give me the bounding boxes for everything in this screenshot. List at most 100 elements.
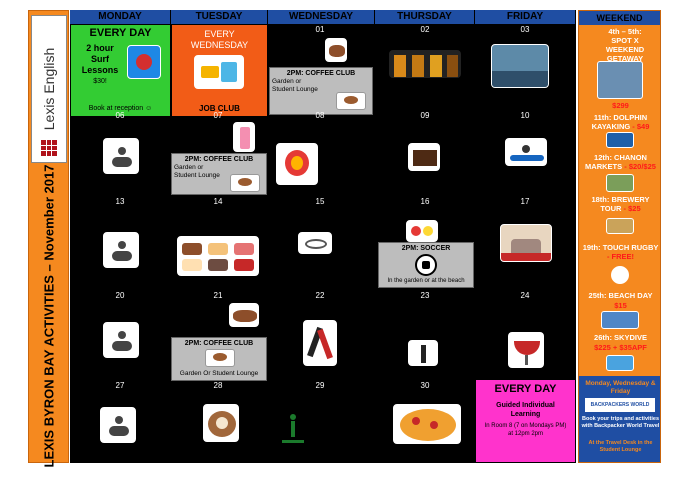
header-thursday: THURSDAY [375,10,475,24]
date-08: 08 [315,111,325,120]
learning-line4: at 12pm 2pm [507,431,544,437]
jobclub-label: JOB CLUB [199,104,240,113]
coffee-club-21: 2PM: COFFEE CLUB Garden Or Student Loung… [171,337,267,381]
weekend-price-6: $15 [614,301,627,310]
waffles-icon [229,303,259,327]
date-02: 02 [420,25,430,34]
bracelet-icon [298,232,332,254]
weekend-item-6: 25th: BEACH DAY [588,291,653,300]
surf-line3: Lessons [81,65,119,75]
coffee-club-07: 2PM: COFFEE CLUB Garden or Student Loung… [171,153,267,195]
date-27: 27 [115,381,125,390]
date-14: 14 [213,197,223,206]
job-club-icon [194,55,244,89]
coffee-line1: Garden or [272,78,302,85]
rugby-ball-icon [611,266,629,284]
latte-art-icon [203,404,239,442]
coffee-club-wed: 2PM: COFFEE CLUB Garden or Student Loung… [269,67,373,115]
logo-squares-icon [41,140,57,156]
date-20: 20 [115,291,125,300]
coffee-cup-icon [205,349,235,367]
side-panel: Lexis English LEXIS BYRON BAY ACTIVITIES… [28,10,69,467]
coffee-cup-icon [230,174,260,192]
brand-name: Lexis English [41,47,57,131]
date-24: 24 [520,291,530,300]
weekend-item-4: 18th: BREWERY TOUR - $25 [591,195,650,213]
header-wednesday: WEDNESDAY [268,10,375,24]
soccer-ball-icon [415,254,437,276]
beach-sunset-icon [491,44,549,88]
travel-days: Monday, Wednesday & Friday [585,380,656,395]
brownies-icon [408,143,440,171]
travel-logo: BACKPACKERS WORLD TRAVEL [585,398,655,422]
bbq-grill-icon [508,332,544,368]
pizza-icon [393,404,461,444]
date-29: 29 [315,381,325,390]
yoga-icon [100,407,136,443]
fruit-icon [406,220,438,242]
weekend-price-1: $299 [612,101,629,110]
dancers-icon [303,320,337,366]
surf-title: EVERY DAY [89,27,152,39]
header-weekend: WEEKEND [579,11,660,25]
kayak-icon [505,138,547,166]
travel-note: Book your trips and activities with Back… [581,416,660,429]
soccer-box: 2PM: SOCCER In the garden or at the beac… [378,242,474,288]
everyday-learning-box: EVERY DAY Guided Individual Learning In … [476,380,575,462]
date-17: 17 [520,197,530,206]
surf-note: Book at reception ☺ [88,105,153,112]
lexis-logo: Lexis English [31,15,67,163]
dolphin-icon [606,132,634,148]
surfer-icon [127,45,161,79]
weekend-item-1: 4th – 5th: SPOT X WEEKEND GETAWAY [605,27,645,63]
date-22: 22 [315,291,325,300]
yoga-icon [103,138,139,174]
weekend-column: WEEKEND 4th – 5th: SPOT X WEEKEND GETAWA… [578,10,661,463]
date-10: 10 [520,111,530,120]
date-28: 28 [213,381,223,390]
monday-surf-box: EVERY DAY 2 hour Surf Lessons $30! Book … [71,25,170,116]
beer-glasses-icon [389,50,461,78]
beach-icon [601,311,639,329]
date-03: 03 [520,25,530,34]
coffee21-note: Garden Or Student Lounge [179,370,259,377]
weekend-price-7: $225 + $35APF [594,343,647,352]
coffee21-title: 2PM: COFFEE CLUB [184,340,254,347]
coffee07-title: 2PM: COFFEE CLUB [184,156,254,163]
travel-footer: Monday, Wednesday & Friday BACKPACKERS W… [579,376,660,462]
date-09: 09 [420,111,430,120]
calendar-grid: MONDAY TUESDAY WEDNESDAY THURSDAY FRIDAY… [70,10,576,463]
learning-line1: Guided Individual [496,402,555,409]
surf-price: $30! [93,78,107,85]
bbq-fire-icon [276,143,318,185]
header-monday: MONDAY [70,10,171,24]
date-30: 30 [420,381,430,390]
weekend-item-2: 11th: DOLPHIN KAYAKING - $49 [591,113,650,131]
brewery-icon [606,218,634,234]
learning-line2: Learning [510,411,541,418]
header-tuesday: TUESDAY [171,10,268,24]
getaway-icon [597,61,643,99]
weekend-item-3: 12th: CHANON MARKETS - $20/$25 [585,153,656,171]
coffee-line2: Student Lounge [272,86,318,93]
coffee-cup-icon [336,92,366,110]
learning-title: EVERY DAY [494,383,557,395]
travel-location: At the Travel Desk in the Student Lounge [588,440,653,453]
picnic-icon [500,224,552,262]
surf-line1: 2 hour [86,43,114,53]
surfer-silhouette-icon [408,340,438,366]
surf-line2: Surf [91,54,109,64]
yoga-icon [103,322,139,358]
date-07: 07 [213,111,223,120]
weekend-item-5: 19th: TOUCH RUGBY - FREE! [582,243,659,261]
milkshake-icon [233,122,255,152]
skateboarder-icon [280,412,306,446]
learning-line3: In Room 8 (7 on Mondays PM) [484,423,567,429]
markets-icon [606,174,634,192]
date-06: 06 [115,111,125,120]
coffee07-line2: Student Lounge [174,172,220,179]
yoga-icon [103,232,139,268]
waffles-icon [325,38,347,62]
jobclub-title: EVERY WEDNESDAY [190,29,249,50]
